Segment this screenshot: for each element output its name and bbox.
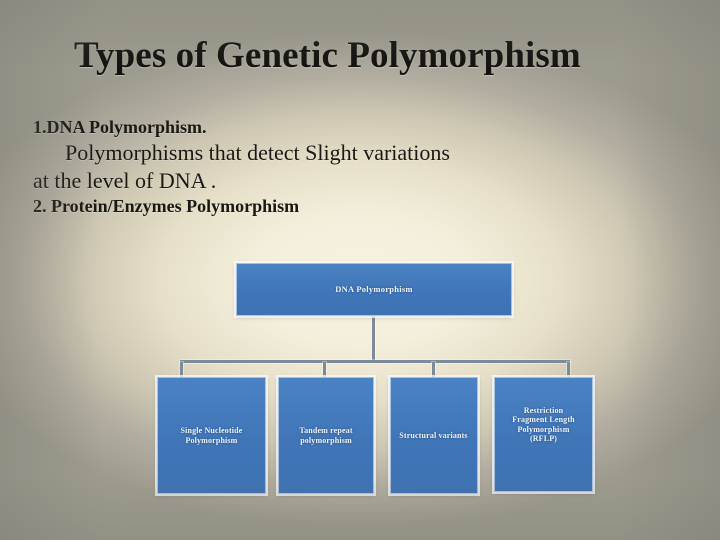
org-node-child-2[interactable]: Tandem repeat polymorphism	[278, 377, 374, 494]
connector-drop-3	[432, 362, 435, 378]
org-node-child-2-label: Tandem repeat polymorphism	[299, 426, 353, 445]
org-node-child-1-label: Single Nucleotide Polymorphism	[180, 426, 243, 445]
org-node-child-4[interactable]: Restriction Fragment Length Polymorphism…	[494, 377, 593, 492]
body-line-1: 1.DNA Polymorphism.	[33, 117, 207, 137]
org-node-root-label: DNA Polymorphism	[335, 284, 413, 295]
connector-horizontal-bus	[180, 360, 570, 363]
connector-drop-1	[180, 362, 183, 378]
org-node-child-3-label: Structural variants	[399, 430, 468, 440]
connector-drop-4	[567, 362, 570, 378]
body-line-2: Polymorphisms that detect Slight variati…	[65, 140, 450, 165]
org-node-child-4-label: Restriction Fragment Length Polymorphism…	[512, 406, 575, 444]
connector-drop-2	[323, 362, 326, 378]
connector-root-stem	[372, 314, 375, 362]
slide-title: Types of Genetic Polymorphism	[74, 35, 581, 76]
body-line-4: 2. Protein/Enzymes Polymorphism	[33, 196, 300, 216]
body-line-3: at the level of DNA .	[33, 168, 217, 193]
org-node-root[interactable]: DNA Polymorphism	[236, 263, 512, 316]
org-node-child-3[interactable]: Structural variants	[390, 377, 478, 494]
slide-body-text: 1.DNA Polymorphism. Polymorphisms that d…	[33, 116, 653, 218]
org-node-child-1[interactable]: Single Nucleotide Polymorphism	[157, 377, 266, 494]
